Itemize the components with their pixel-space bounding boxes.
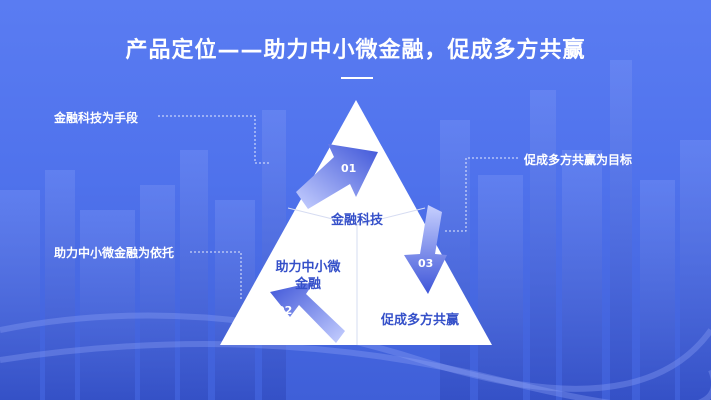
arrow-01 [296,144,378,209]
triangle-right-label: 促成多方共赢 [380,313,459,328]
callout-top-left: 金融科技为手段 [54,111,139,125]
title-underline [341,77,373,79]
triangle-left-label-line1: 助力中小微 [275,260,341,275]
page-title: 产品定位——助力中小微金融，促成多方共赢 [125,38,586,63]
arrow-01-number: 01 [341,162,357,175]
connector-top-left [158,115,270,164]
arrow-03-number: 03 [418,257,434,270]
triangle-divider-top [287,207,358,226]
triangle-divider-right [356,207,426,226]
arrow-02 [270,282,345,343]
callout-left: 助力中小微金融为依托 [54,246,175,260]
connector-left [190,251,242,300]
connector-right [443,157,518,232]
triangle-top-label: 金融科技 [330,213,383,228]
arrow-02-number: 02 [277,304,293,317]
triangle-left-label-line2: 金融 [294,277,321,292]
callout-right: 促成多方共赢为目标 [524,153,633,167]
arrow-03 [404,205,447,294]
